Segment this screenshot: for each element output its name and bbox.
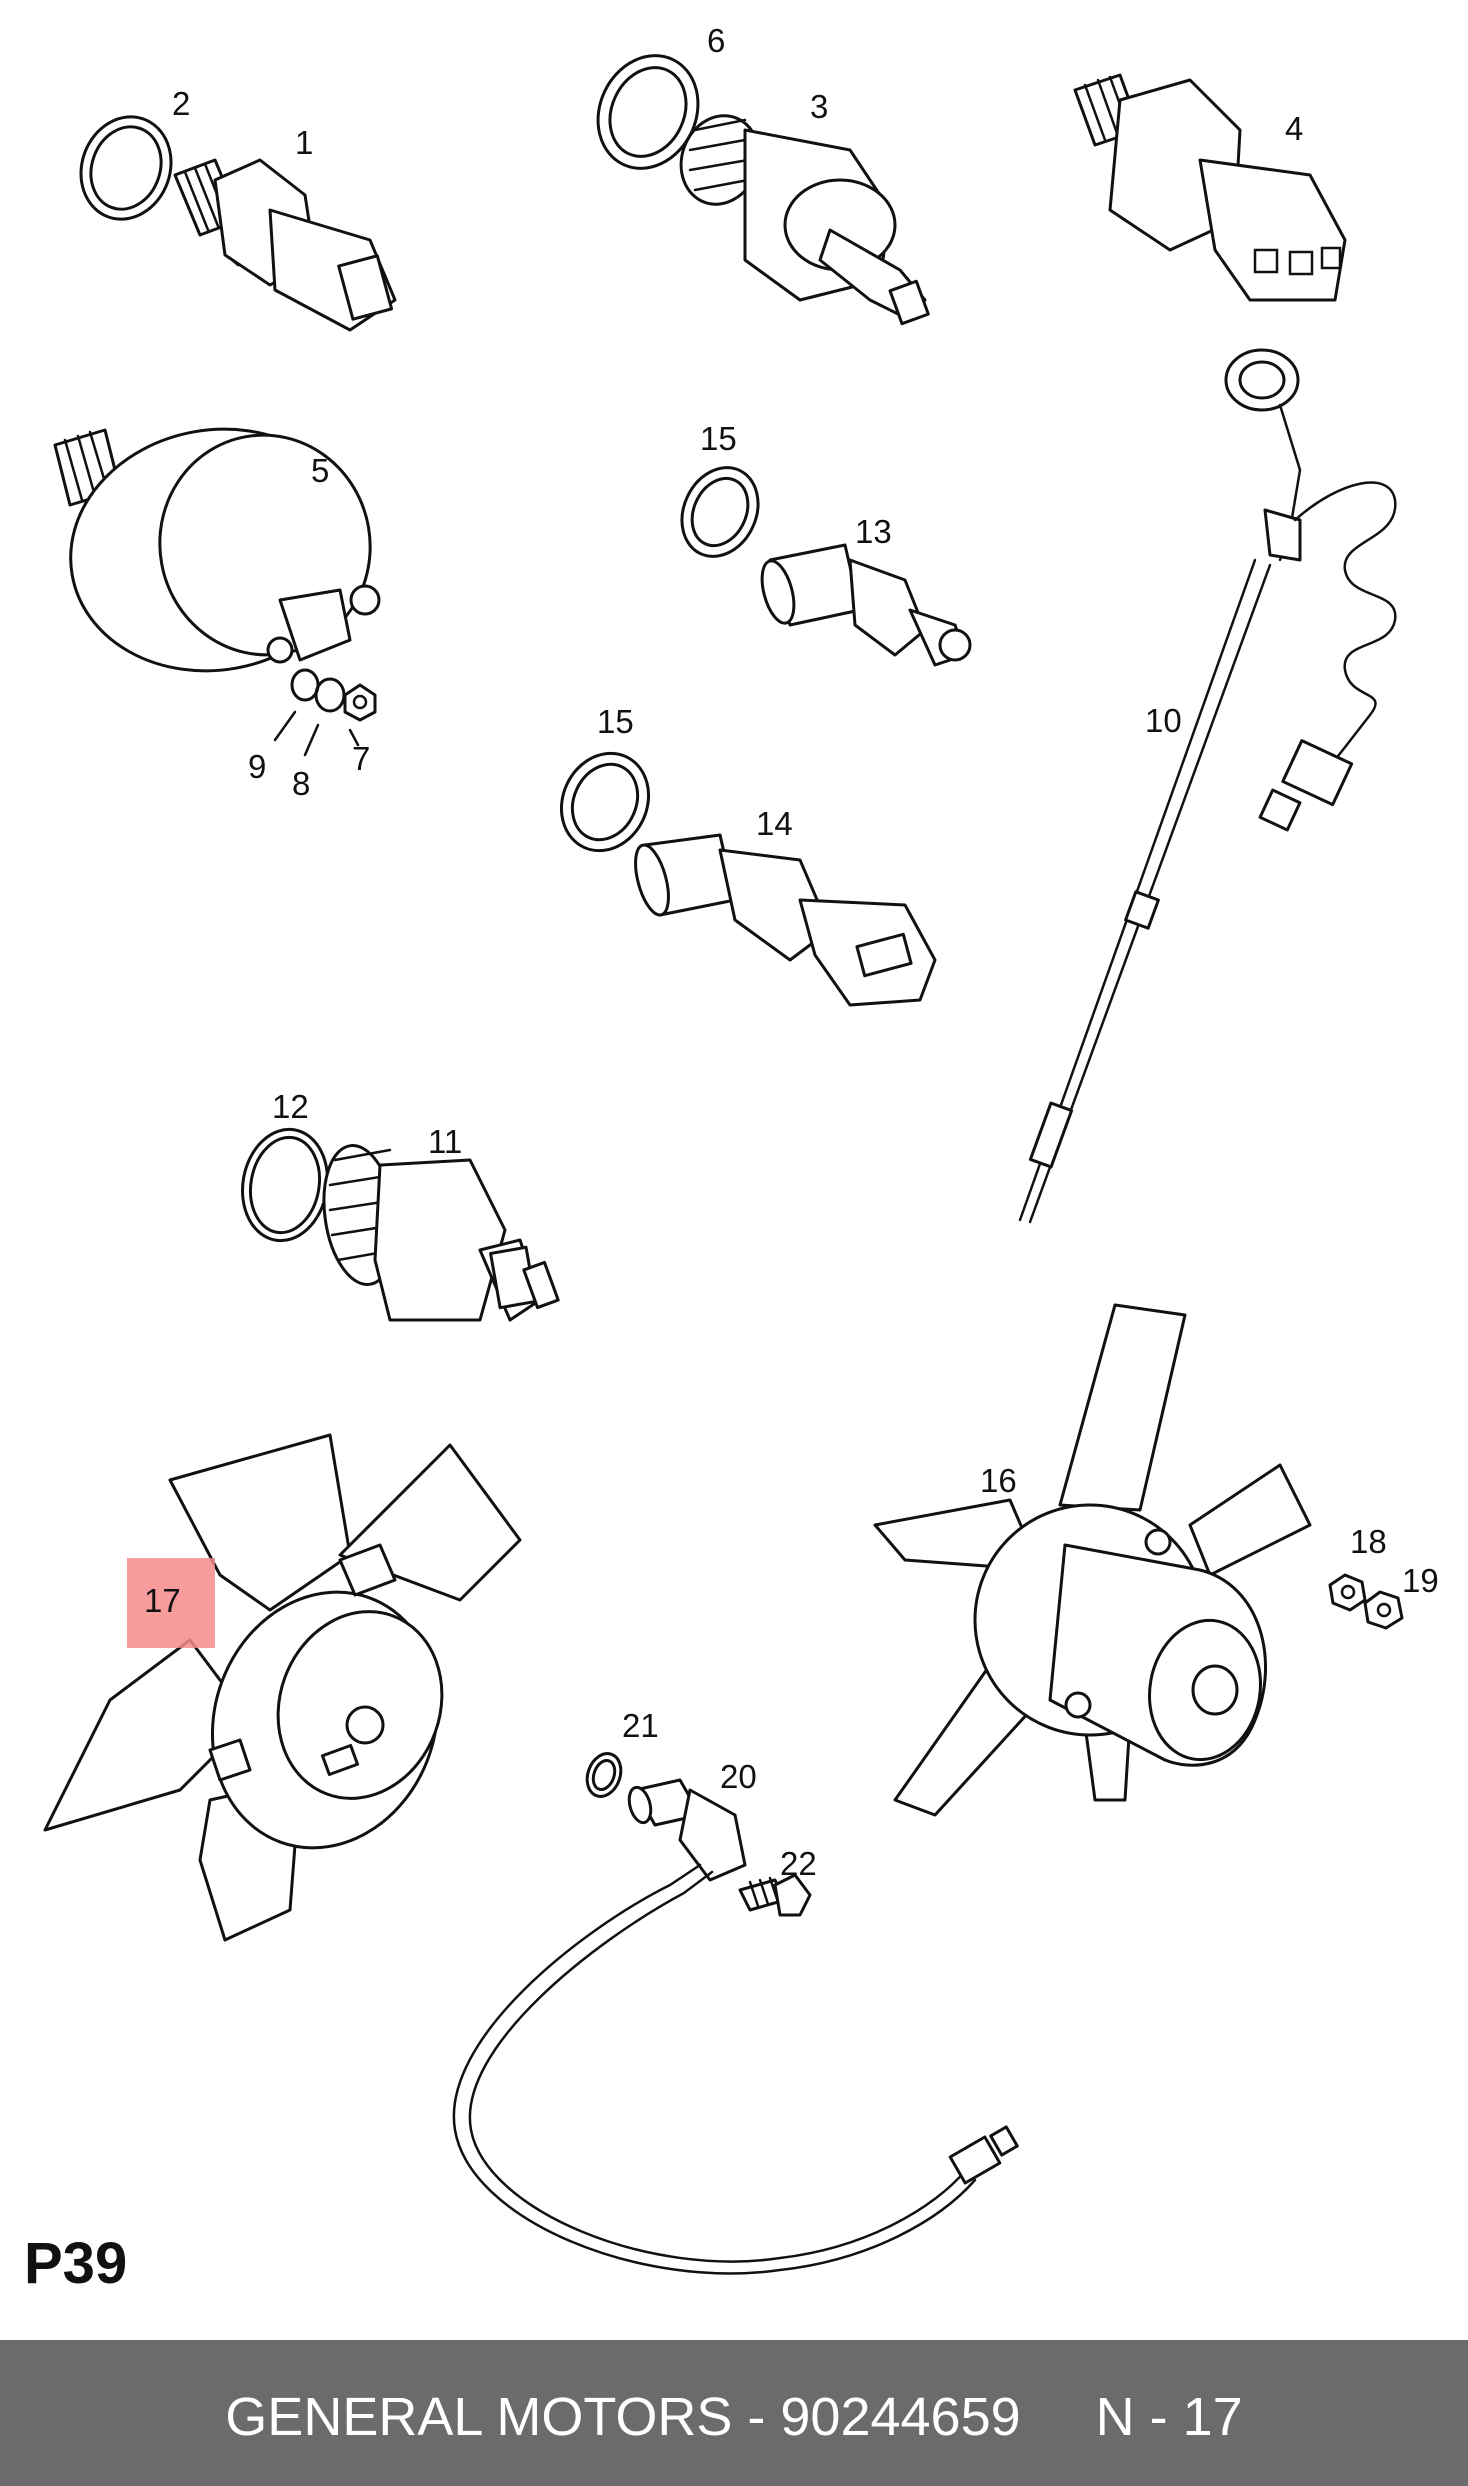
callout-10: 10 xyxy=(1145,702,1182,739)
part-18-nut[interactable] xyxy=(1328,1573,1367,1612)
part-17-cooling-fan[interactable] xyxy=(43,1433,522,1942)
callout-9: 9 xyxy=(248,748,266,785)
part-14-temperature-sensor[interactable] xyxy=(629,833,937,1007)
callout-16: 16 xyxy=(980,1462,1017,1499)
part-12-o-ring[interactable] xyxy=(234,1123,336,1248)
parts-diagram: 1 2 3 4 5 6 7 8 9 10 11 12 13 14 15 15 1… xyxy=(43,22,1439,2275)
part-21-o-ring[interactable] xyxy=(581,1749,626,1801)
part-11-switch[interactable] xyxy=(316,1141,560,1322)
footer-bar: GENERAL MOTORS - 90244659 N - 17 xyxy=(0,2340,1468,2486)
callout-18: 18 xyxy=(1350,1523,1387,1560)
callout-21: 21 xyxy=(622,1707,659,1744)
callout-4: 4 xyxy=(1285,110,1303,147)
callout-22: 22 xyxy=(780,1845,817,1882)
part-9-washer[interactable] xyxy=(290,668,320,702)
callout-2: 2 xyxy=(172,85,190,122)
part-7-nut[interactable] xyxy=(343,683,377,722)
callout-6: 6 xyxy=(707,22,725,59)
callout-19: 19 xyxy=(1402,1562,1439,1599)
part-4-pressure-switch[interactable] xyxy=(1073,73,1347,302)
callout-11: 11 xyxy=(428,1123,462,1160)
page-code: P39 xyxy=(24,2231,128,2296)
callout-17: 17 xyxy=(144,1582,181,1619)
part-15-sealing-ring-lower[interactable] xyxy=(546,739,664,865)
callout-15-lower: 15 xyxy=(597,703,634,740)
part-2-sealing-ring[interactable] xyxy=(67,104,185,232)
part-22-bolt[interactable] xyxy=(738,1873,812,1917)
callout-3: 3 xyxy=(810,88,828,125)
callout-12: 12 xyxy=(272,1088,309,1125)
callout-8: 8 xyxy=(292,765,310,802)
callout-17-highlight xyxy=(127,1558,215,1648)
callout-14: 14 xyxy=(756,805,793,842)
callout-5: 5 xyxy=(311,452,329,489)
callout-1: 1 xyxy=(295,124,313,161)
part-20-sensor-cable[interactable] xyxy=(452,1778,1019,2275)
footer-text: GENERAL MOTORS - 90244659 N - 17 xyxy=(225,2387,1243,2447)
callout-20: 20 xyxy=(720,1758,757,1795)
part-1-pressure-switch[interactable] xyxy=(173,158,397,332)
part-15-sealing-ring-upper[interactable] xyxy=(668,455,772,569)
part-10-dipstick-sensor[interactable] xyxy=(1018,348,1397,1224)
part-5-oil-pressure-sender[interactable] xyxy=(51,407,387,694)
callout-7: 7 xyxy=(352,740,370,777)
part-3-temperature-sender[interactable] xyxy=(669,105,930,326)
part-8-washer[interactable] xyxy=(314,677,346,713)
part-16-cooling-fan[interactable] xyxy=(873,1303,1312,1817)
callout-13: 13 xyxy=(855,513,892,550)
callout-15-upper: 15 xyxy=(700,420,737,457)
part-13-sensor[interactable] xyxy=(756,543,972,667)
part-19-nut[interactable] xyxy=(1363,1590,1404,1630)
